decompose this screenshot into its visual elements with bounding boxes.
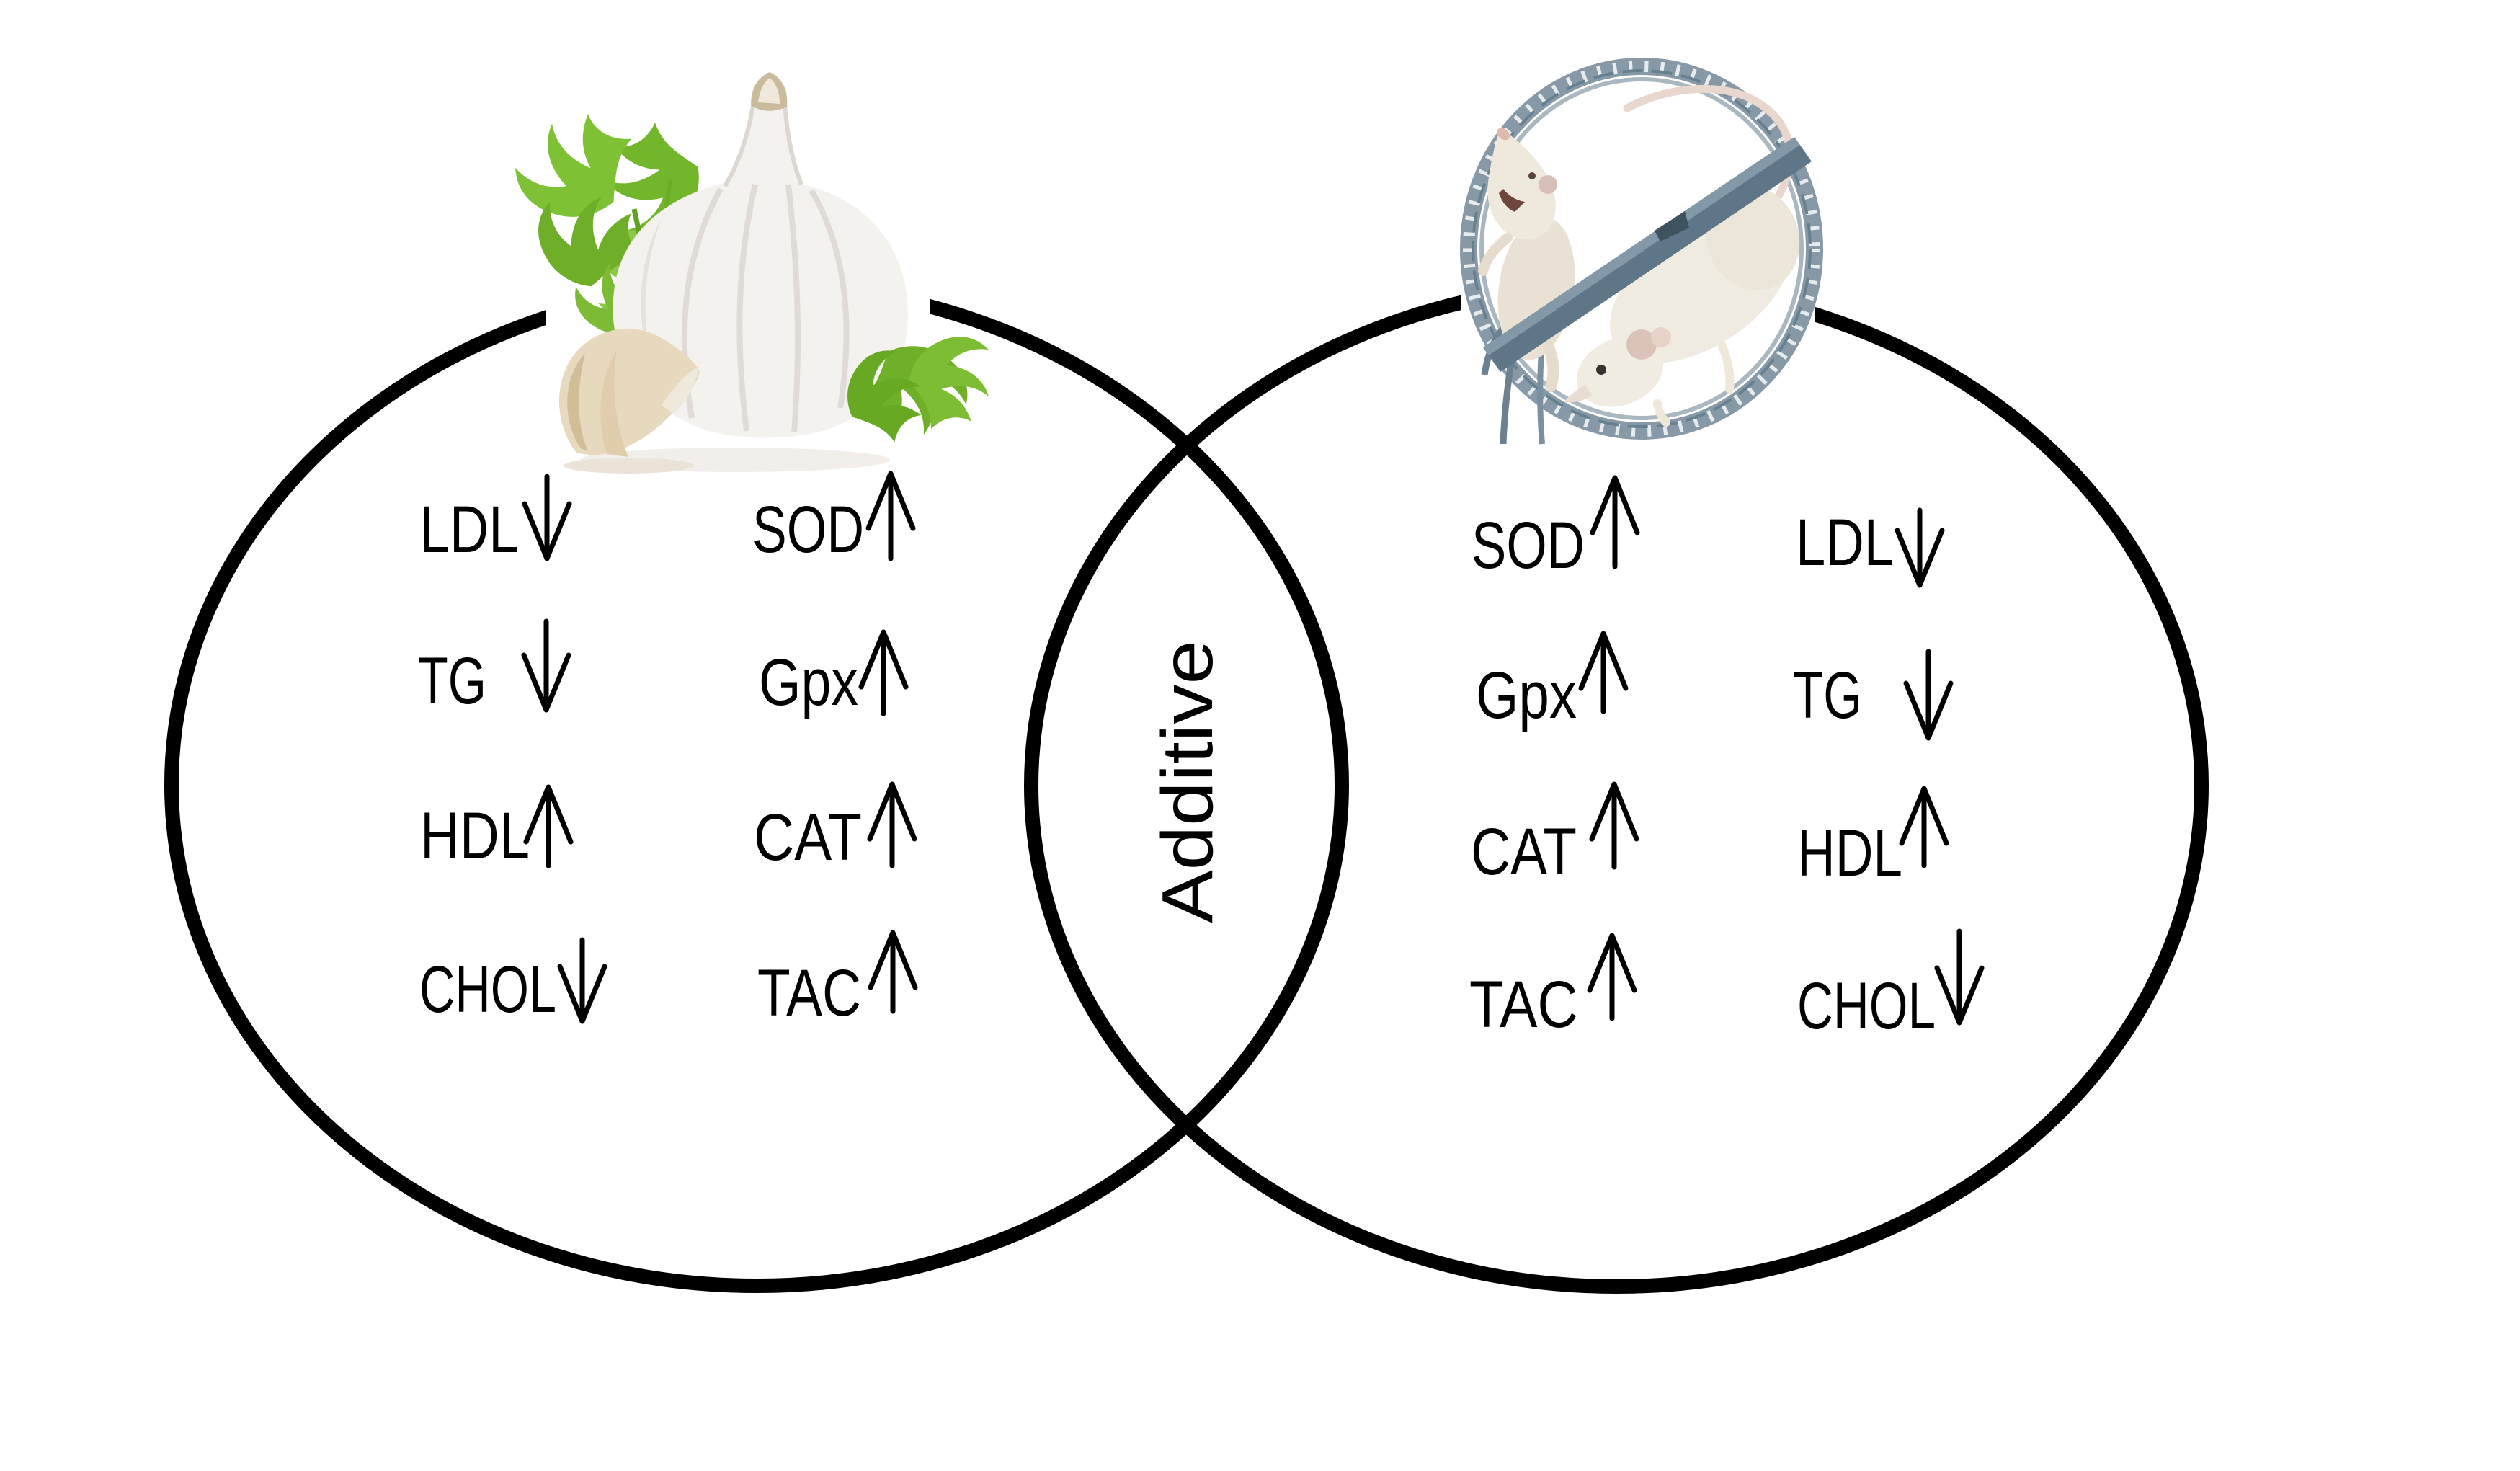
svg-text:Gpx: Gpx: [759, 646, 858, 719]
svg-text:Additive: Additive: [1147, 640, 1228, 923]
svg-text:CAT: CAT: [754, 801, 862, 874]
svg-text:TG: TG: [1793, 659, 1862, 732]
svg-text:TG: TG: [418, 644, 486, 718]
svg-text:HDL: HDL: [1797, 817, 1902, 890]
svg-text:HDL: HDL: [420, 799, 530, 873]
svg-text:LDL: LDL: [419, 493, 519, 566]
svg-text:SOD: SOD: [1472, 509, 1585, 582]
svg-text:LDL: LDL: [1796, 506, 1894, 579]
svg-text:TAC: TAC: [757, 956, 861, 1030]
svg-text:CHOL: CHOL: [1797, 969, 1936, 1043]
svg-text:CAT: CAT: [1471, 815, 1577, 889]
svg-text:TAC: TAC: [1469, 968, 1578, 1041]
svg-text:Gpx: Gpx: [1476, 659, 1577, 732]
svg-text:SOD: SOD: [752, 493, 864, 566]
svg-text:CHOL: CHOL: [419, 953, 556, 1026]
